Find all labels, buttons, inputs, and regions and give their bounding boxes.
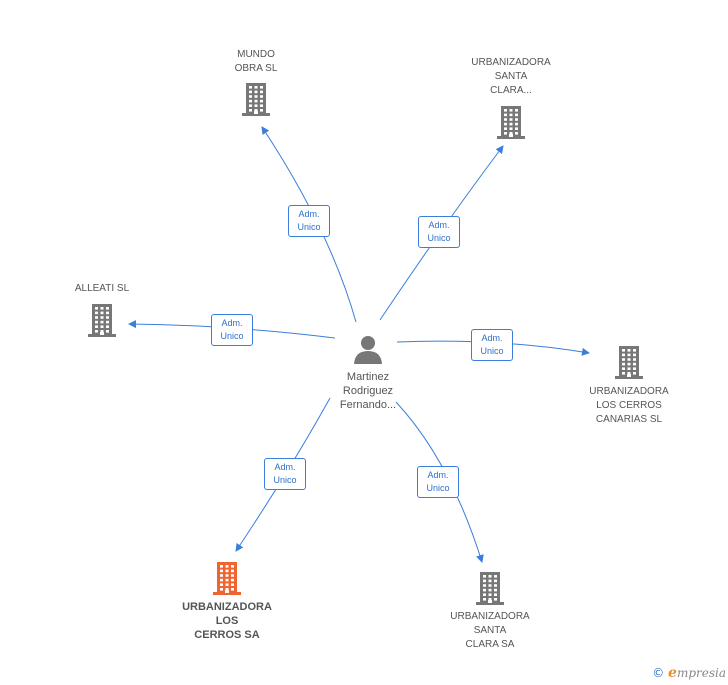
company-node-santa-clara-top[interactable]: URBANIZADORA SANTA CLARA... [461,56,561,140]
person-icon [354,336,382,364]
copyright-symbol: © [652,666,665,680]
building-icon [242,83,270,116]
relation-label-santa-clara-top[interactable]: Adm. Unico [418,216,460,248]
relation-label-alleati[interactable]: Adm. Unico [211,314,253,346]
person-node[interactable]: Martinez Rodriguez Fernando... [318,334,418,412]
building-icon [476,572,504,605]
company-name: MUNDO OBRA SL [234,49,278,74]
company-node-mundo[interactable]: MUNDO OBRA SL [206,48,306,117]
company-name: URBANIZADORA SANTA CLARA... [471,57,551,96]
company-name: URBANIZADORA LOS CERROS SA [182,601,272,641]
company-node-alleati[interactable]: ALLEATI SL [52,282,152,338]
building-icon [615,346,643,379]
building-icon [213,562,241,595]
relation-label-mundo[interactable]: Adm. Unico [288,205,330,237]
building-icon [88,304,116,337]
person-name: Martinez Rodriguez Fernando... [339,371,397,411]
empresia-logo: © empresia [652,665,726,681]
brand-name: mpresia [676,666,726,680]
building-icon [497,106,525,139]
company-name: URBANIZADORA LOS CERROS CANARIAS SL [589,386,669,425]
company-node-santa-clara-sa[interactable]: URBANIZADORA SANTA CLARA SA [440,570,540,652]
company-name: URBANIZADORA SANTA CLARA SA [450,611,530,650]
brand-initial: e [668,665,677,681]
company-node-los-cerros-sa[interactable]: URBANIZADORA LOS CERROS SA [172,560,282,642]
relation-label-santa-clara-sa[interactable]: Adm. Unico [417,466,459,498]
relation-label-los-cerros-canarias[interactable]: Adm. Unico [471,329,513,361]
company-name: ALLEATI SL [74,283,130,294]
relation-label-los-cerros-sa[interactable]: Adm. Unico [264,458,306,490]
company-node-los-cerros-canarias[interactable]: URBANIZADORA LOS CERROS CANARIAS SL [577,344,681,427]
